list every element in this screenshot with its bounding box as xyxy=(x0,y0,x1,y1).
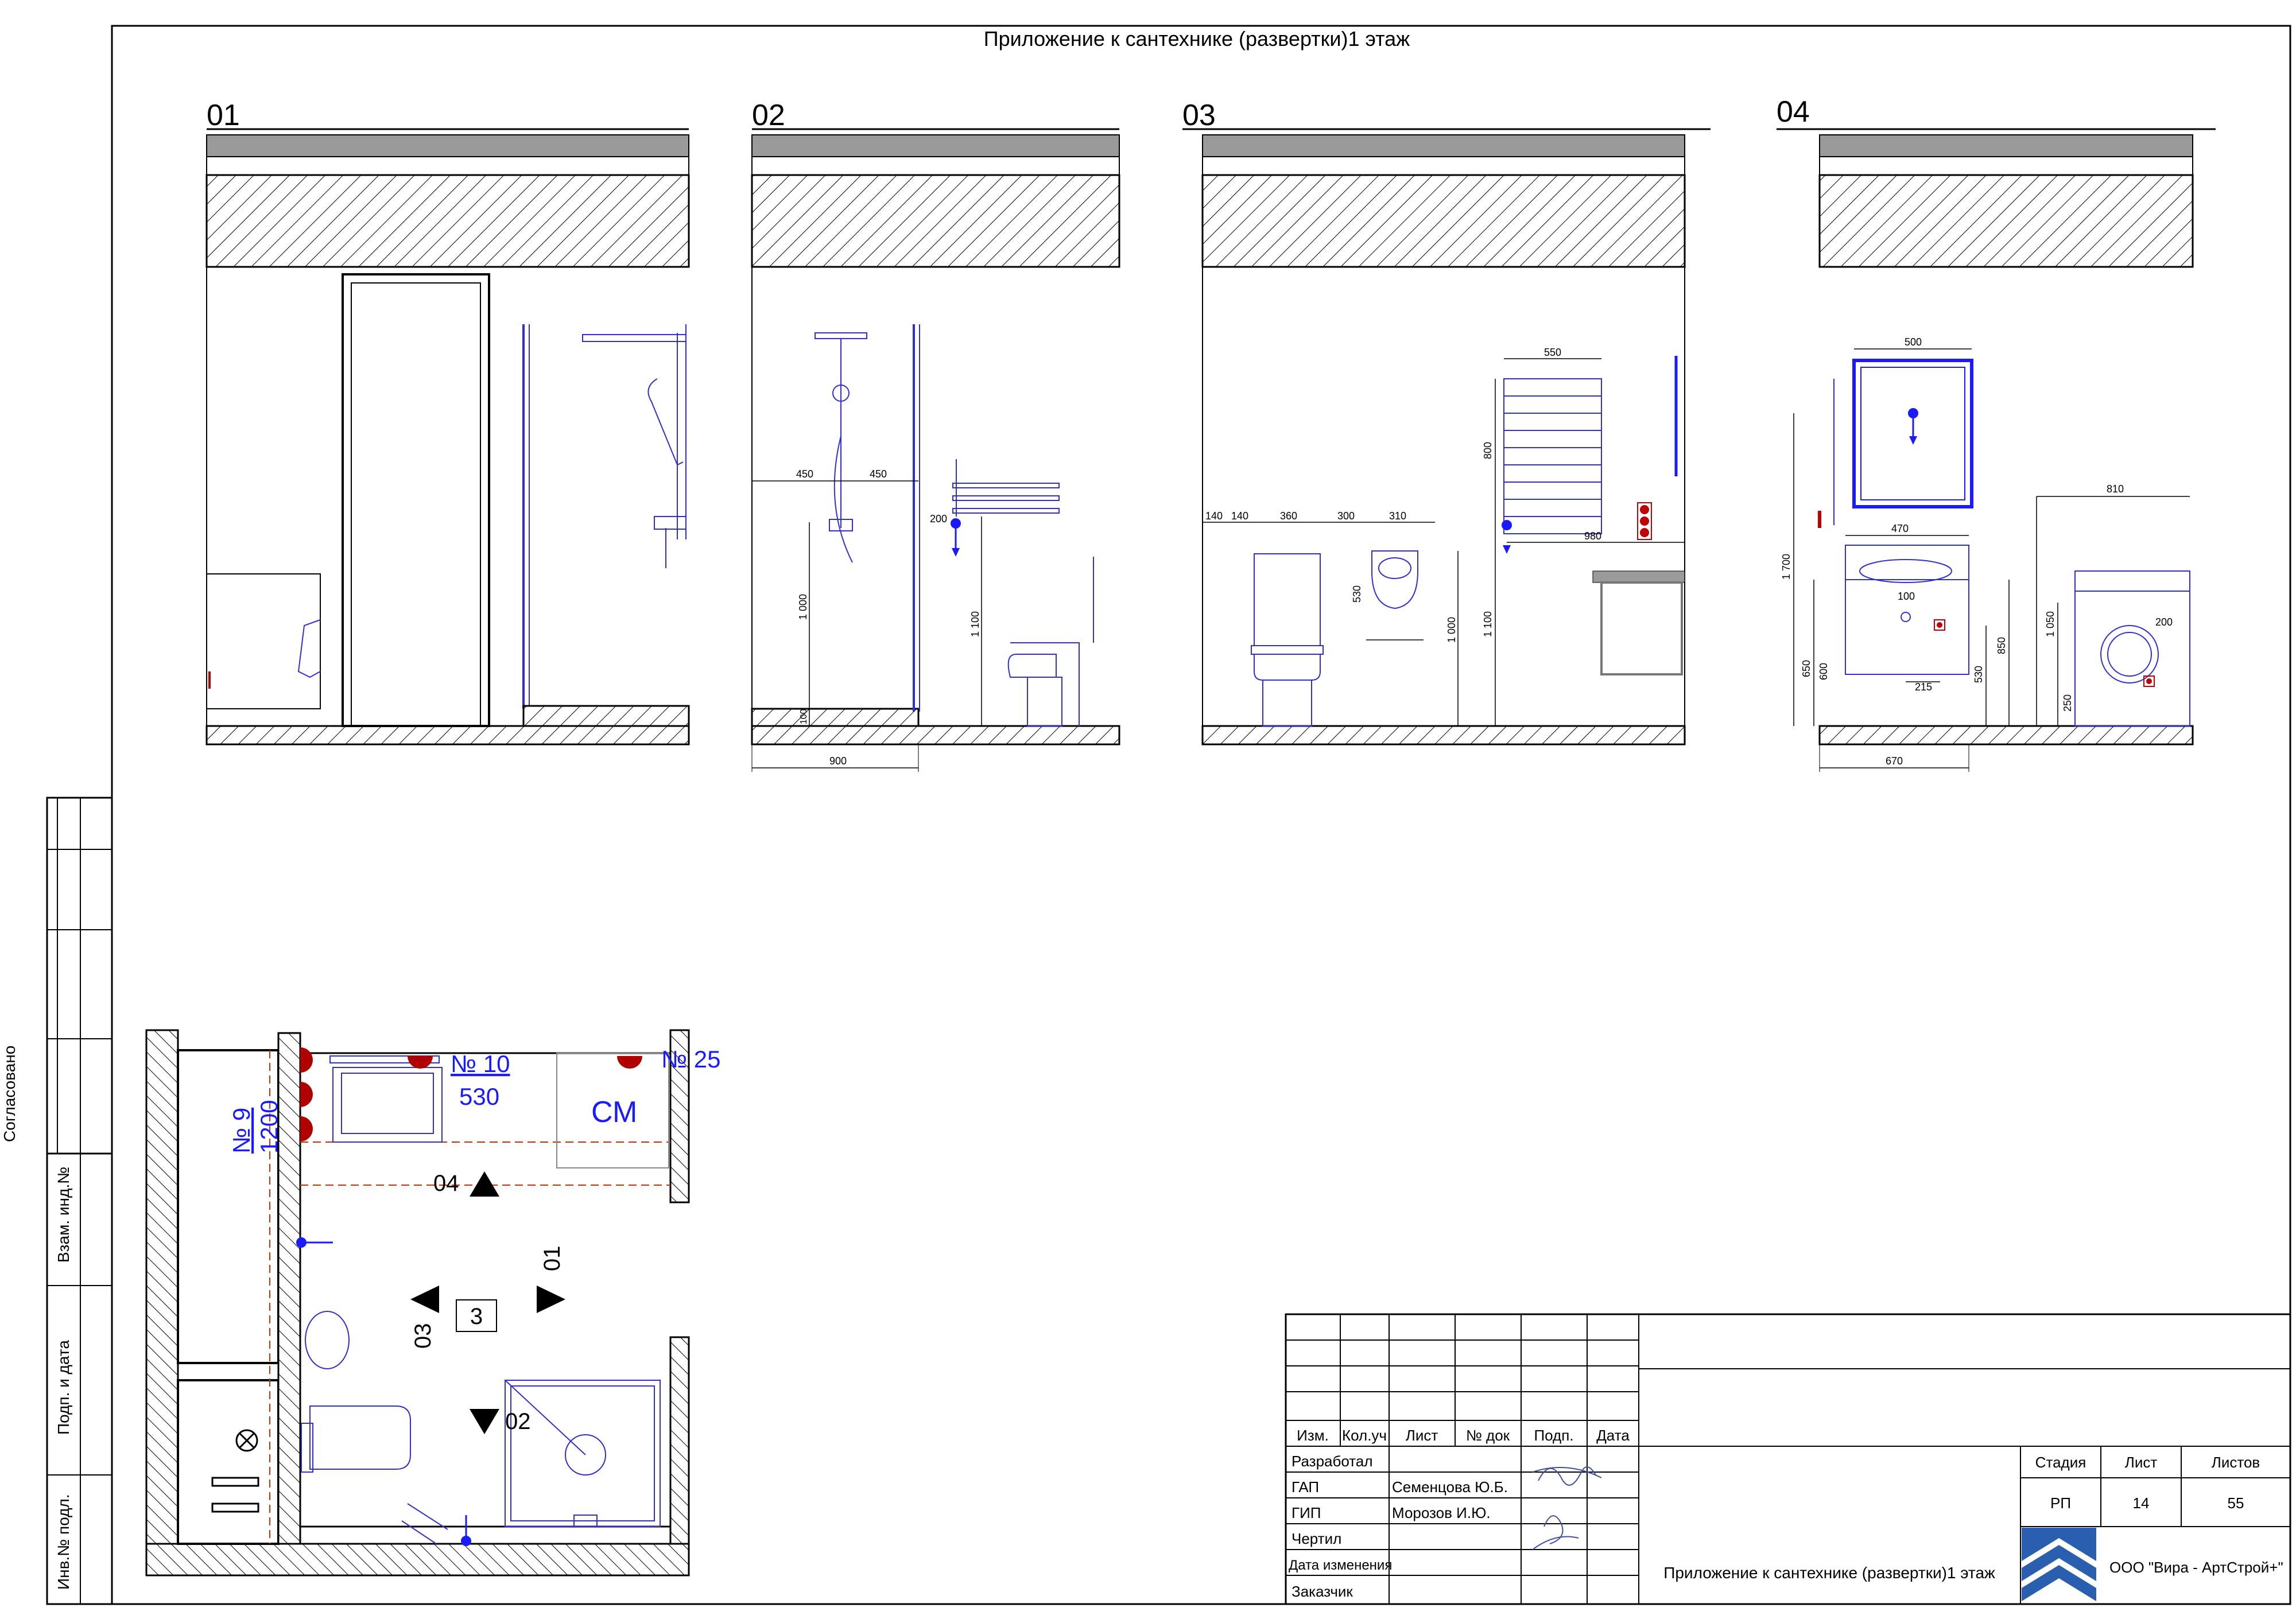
dim-v4-200: 200 xyxy=(2155,616,2173,628)
dim-v4-100: 100 xyxy=(1898,591,1915,602)
dim-v2-450a: 450 xyxy=(796,468,813,480)
marker-04: 04 xyxy=(433,1171,459,1196)
dim-v3-550: 550 xyxy=(1544,347,1561,358)
plan-label-cm: СМ xyxy=(591,1096,637,1129)
dim-v4-500: 500 xyxy=(1905,336,1922,348)
mirror xyxy=(1852,359,1973,508)
tb-header-date: Дата xyxy=(1596,1427,1630,1444)
marker-02-arrow xyxy=(470,1409,499,1434)
dim-v4-810: 810 xyxy=(2107,483,2124,495)
tb-row-name: Морозов И.Ю. xyxy=(1392,1504,1491,1521)
dim-v4-850: 850 xyxy=(1996,637,2007,654)
dim-v4-215: 215 xyxy=(1915,681,1932,693)
dim-v3-980: 980 xyxy=(1584,530,1601,542)
sheet-title: Приложение к сантехнике (развертки)1 эта… xyxy=(984,27,1410,51)
plan-label-n10: № 10 xyxy=(451,1050,510,1077)
view-label-01: 01 xyxy=(207,99,240,132)
tb-sheets-label: Листов xyxy=(2212,1454,2260,1471)
elevation-04: 04 500 810 470 1 70 xyxy=(1777,95,2216,772)
tb-row-role: Дата изменения xyxy=(1289,1558,1392,1573)
dim-v3-1000: 1 000 xyxy=(1446,617,1457,643)
tb-row-role: Чертил xyxy=(1292,1530,1341,1547)
dim-v2-900: 900 xyxy=(829,755,847,767)
elevation-01: 01 xyxy=(205,99,690,746)
stamp-agreed: Согласовано xyxy=(1,1046,18,1142)
signature-gip xyxy=(1532,1515,1579,1550)
dim-v3-800: 800 xyxy=(1482,442,1494,459)
tb-header-izm: Изм. xyxy=(1297,1427,1329,1444)
tb-sheets: 55 xyxy=(2228,1494,2244,1512)
dim-v4-1700: 1 700 xyxy=(1781,554,1792,580)
tb-row-name: Семенцова Ю.Б. xyxy=(1392,1478,1508,1496)
tb-header-list: Лист xyxy=(1406,1427,1438,1444)
room-number-box xyxy=(456,1299,497,1332)
marker-04-arrow xyxy=(470,1171,499,1197)
dim-v3-360: 360 xyxy=(1280,510,1297,522)
dim-v3-310: 310 xyxy=(1389,510,1406,522)
dim-v4-670: 670 xyxy=(1886,755,1903,767)
dim-v3-140a: 140 xyxy=(1205,510,1223,522)
tb-sheet-title: Приложение к сантехнике (развертки)1 эта… xyxy=(1663,1564,1995,1582)
door-frame xyxy=(342,273,490,727)
marker-02: 02 xyxy=(505,1409,531,1434)
dim-v3-530: 530 xyxy=(1351,585,1363,603)
ceiling-finish xyxy=(206,134,689,157)
tb-sheet: 14 xyxy=(2133,1494,2150,1512)
tb-row-role: ГИП xyxy=(1292,1504,1321,1521)
company-logo xyxy=(2022,1528,2096,1603)
marker-01: 01 xyxy=(540,1246,565,1272)
stamp-podp: Подп. и дата xyxy=(55,1340,72,1435)
marker-01-arrow xyxy=(537,1286,565,1313)
title-block: Изм. Кол.уч Лист № док Подп. Дата Разраб… xyxy=(1285,1313,2291,1605)
bathtub xyxy=(206,573,321,709)
plan-label-cut: № 25 xyxy=(661,1046,720,1073)
view-label-04: 04 xyxy=(1777,95,1810,129)
tb-row-role: Заказчик xyxy=(1292,1583,1353,1600)
dim-v4-470: 470 xyxy=(1891,523,1909,534)
tb-company: ООО "Вира - АртСтрой+" xyxy=(2109,1559,2283,1576)
floor-slab xyxy=(205,725,690,746)
stamp-vzam: Взам. инд.№ xyxy=(55,1167,72,1263)
tb-stage-label: Стадия xyxy=(2035,1454,2086,1471)
side-stamp: Согласовано Взам. инд.№ Подп. и дата Инв… xyxy=(1,797,113,1605)
dim-v4-600: 600 xyxy=(1818,663,1829,680)
plan-label-n9: № 9 xyxy=(228,1108,255,1154)
dim-v3-140b: 140 xyxy=(1231,510,1248,522)
view-label-03: 03 xyxy=(1182,99,1216,132)
dim-v2-1100: 1 100 xyxy=(969,611,981,637)
floor-plan: № 10 530 СМ № 25 № 9 1200 3 04 01 03 02 xyxy=(145,1029,720,1577)
tb-header-kol: Кол.уч xyxy=(1342,1427,1387,1444)
plan-label-530: 530 xyxy=(459,1083,499,1110)
signature-gap xyxy=(1532,1466,1602,1486)
tb-stage: РП xyxy=(2050,1494,2071,1512)
view-label-02: 02 xyxy=(752,99,785,132)
tb-header-podp: Подп. xyxy=(1534,1427,1573,1444)
marker-03: 03 xyxy=(410,1323,436,1349)
dim-v2-200: 200 xyxy=(930,513,947,525)
ceiling-slab xyxy=(205,174,690,268)
dim-v2-1000: 1 000 xyxy=(797,594,809,620)
marker-03-arrow xyxy=(410,1286,439,1313)
room-number: 3 xyxy=(470,1304,483,1329)
dim-v4-530: 530 xyxy=(1973,666,1984,683)
tb-row-role: ГАП xyxy=(1292,1478,1319,1496)
dim-v3-1100: 1 100 xyxy=(1482,611,1494,637)
dim-v4-650: 650 xyxy=(1801,660,1812,677)
stamp-inv: Инв.№ подл. xyxy=(55,1494,72,1590)
dim-v2-450b: 450 xyxy=(870,468,887,480)
plan-label-1200: 1200 xyxy=(255,1100,282,1154)
tb-header-doc: № док xyxy=(1466,1427,1510,1444)
tb-sheet-label: Лист xyxy=(2125,1454,2158,1471)
tb-row-role: Разработал xyxy=(1292,1453,1373,1470)
dim-v3-300: 300 xyxy=(1337,510,1355,522)
elevation-02: 02 450 450 1 000 1 100 xyxy=(751,99,1120,772)
elevation-03: 03 xyxy=(1182,99,1711,746)
dim-v4-1050: 1 050 xyxy=(2045,611,2056,637)
dim-v4-250: 250 xyxy=(2062,694,2073,712)
dim-v2-100: 100 xyxy=(799,709,809,724)
